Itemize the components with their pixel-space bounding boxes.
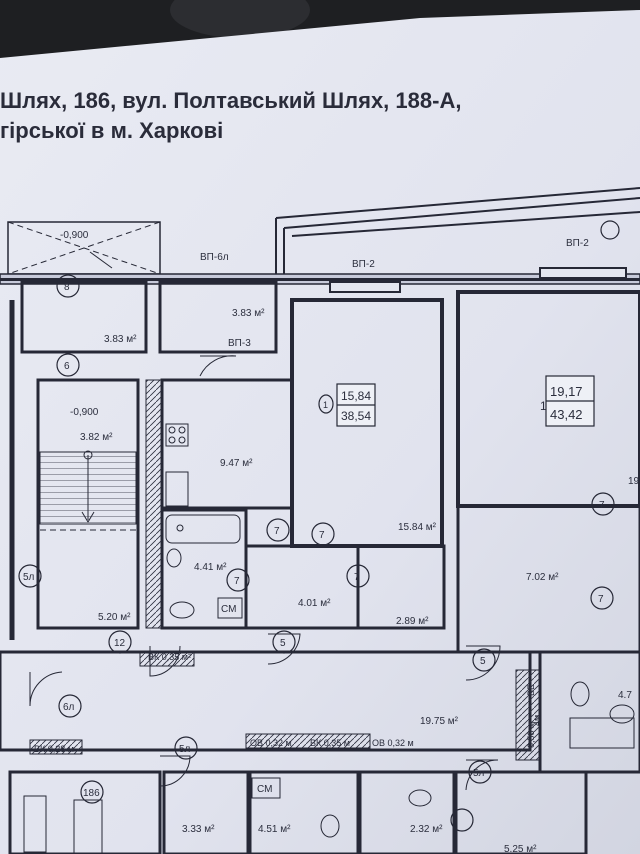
room-number: 7 — [319, 530, 325, 541]
opening-label: ВК 0,35 м — [310, 738, 350, 748]
opening-label: ВК 0,28 м — [34, 744, 74, 754]
room-number: 5л — [23, 572, 35, 583]
area-label: 4.01 м² — [298, 598, 331, 609]
opening-label: ОВ 0,32 м — [250, 738, 292, 748]
area-label: 2.89 м² — [396, 616, 429, 627]
opening-label: 0,58 м — [526, 722, 536, 748]
paper-sheet — [0, 10, 640, 854]
room-number: 6 — [64, 361, 70, 372]
room-number: 8 — [64, 282, 70, 293]
area-label: 19.75 м² — [420, 716, 459, 727]
area-label: 7.02 м² — [526, 572, 559, 583]
document-title-line-2: гірської в м. Харкові — [0, 118, 224, 143]
opening-label: ОВ 0,32 м — [372, 738, 414, 748]
apartment-living-area: 19,17 — [550, 384, 583, 399]
area-label: 4.7 — [618, 690, 632, 701]
area-label: 9.47 м² — [220, 458, 253, 469]
room-number: 5л — [179, 744, 191, 755]
lintel-label: ВП-2 — [566, 238, 589, 249]
room-number: 5 — [480, 656, 486, 667]
area-label: 4.41 м² — [194, 562, 227, 573]
fixtures — [23, 423, 635, 854]
opening-label: ВК 0,35 м² — [148, 652, 191, 662]
room-markers — [18, 220, 620, 832]
area-label: 3.33 м² — [182, 824, 215, 835]
room-number: 5 — [280, 638, 286, 649]
room-number: 12 — [114, 638, 126, 649]
elevation-label: -0,900 — [60, 230, 89, 241]
room-number: 186 — [83, 788, 100, 799]
area-label: 19 — [628, 476, 640, 487]
document-title-line-1: Шлях, 186, вул. Полтавський Шлях, 188-А, — [0, 88, 462, 113]
apartment-total-area: 38,54 — [341, 409, 371, 423]
room-number: 7 — [274, 526, 280, 537]
opening-label: 4м — [532, 715, 542, 726]
opening-label: ВЕ — [526, 684, 536, 696]
room-number: 5л — [473, 768, 485, 779]
fixture-label: СМ — [257, 784, 272, 795]
area-label: 4.51 м² — [258, 824, 291, 835]
ventilation-block — [245, 733, 371, 749]
area-label: 15.84 м² — [398, 522, 437, 533]
fixture-label: СМ — [221, 604, 236, 615]
apartment-living-area: 15,84 — [341, 389, 371, 403]
lintel-label: ВП-6л — [200, 252, 229, 263]
apartment-boxes — [318, 375, 595, 427]
elevation-label: -0,900 — [70, 407, 99, 418]
apartment-number: 1 — [323, 400, 328, 410]
area-label: 3.83 м² — [232, 308, 265, 319]
staircase — [39, 450, 137, 531]
background-object — [170, 0, 310, 38]
ventilation-block — [139, 651, 195, 667]
ventilation-block — [29, 739, 83, 755]
room-number: 6л — [63, 702, 75, 713]
room-number: 7 — [354, 572, 360, 583]
ventilation-block — [515, 669, 541, 761]
room-number: 7 — [598, 594, 604, 605]
shaft — [145, 379, 163, 629]
apartment-number: 1 — [540, 399, 547, 413]
area-label: 5.25 м² — [504, 844, 537, 854]
room-number: 7 — [234, 576, 240, 587]
apartment-total-area: 43,42 — [550, 407, 583, 422]
area-label: 3.83 м² — [104, 334, 137, 345]
room-number: 7 — [599, 500, 605, 511]
lintel-label: ВП-3 — [228, 338, 251, 349]
lintel-label: ВП-2 — [352, 259, 375, 270]
area-label: 2.32 м² — [410, 824, 443, 835]
area-label: 3.82 м² — [80, 432, 113, 443]
area-label: 5.20 м² — [98, 612, 131, 623]
